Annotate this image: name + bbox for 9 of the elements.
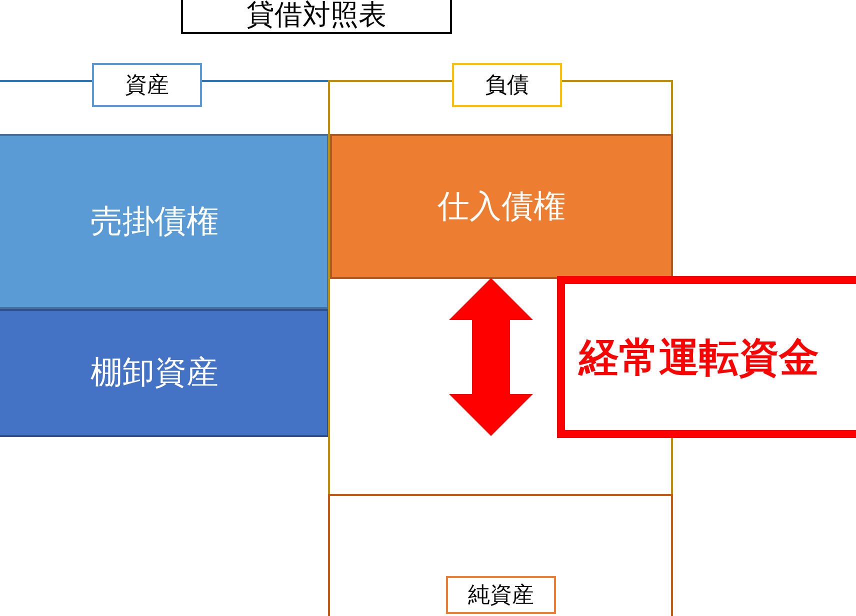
section-label: 負債 <box>452 63 562 107</box>
section-label: 資産 <box>92 63 202 107</box>
section-label: 純資産 <box>446 576 556 614</box>
title: 貸借対照表 <box>181 0 452 34</box>
account-block: 仕入債権 <box>330 134 673 279</box>
column-frame <box>328 494 673 616</box>
account-block: 棚卸資産 <box>0 309 329 437</box>
highlight-box: 経常運転資金 <box>557 276 856 438</box>
account-block: 売掛債権 <box>0 134 329 309</box>
